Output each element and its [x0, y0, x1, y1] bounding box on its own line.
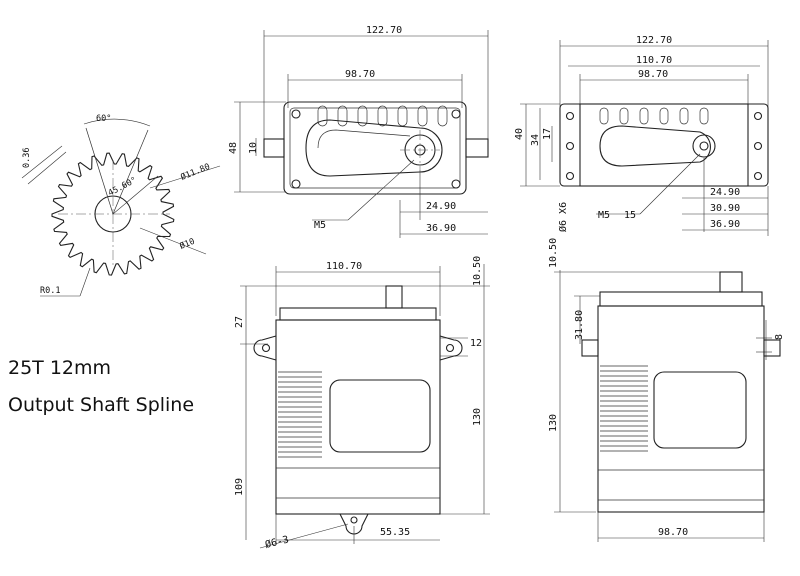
spline-inner-dia-label: Ø10	[178, 236, 196, 252]
sv-ear-position: 31.80	[574, 310, 585, 340]
sv-body-height: 130	[548, 414, 559, 432]
tvr-shaft-offset-b: 30.90	[710, 203, 740, 214]
fv-bottom-offset: 55.35	[380, 527, 410, 538]
fv-ear-right	[439, 335, 463, 361]
cooling-slot	[599, 107, 609, 125]
caption-line-2: Output Shaft Spline	[8, 394, 195, 416]
tvl-body	[283, 101, 467, 195]
tvl-ear-left	[263, 138, 285, 158]
cooling-slot	[679, 107, 689, 125]
cooling-slot	[417, 105, 428, 127]
fv-output-shaft	[385, 285, 403, 309]
tvr-overall-width: 122.70	[636, 35, 672, 46]
tvl-overall-width: 122.70	[366, 25, 402, 36]
sv-output-shaft	[719, 271, 743, 293]
tvr-flange	[559, 103, 769, 187]
tvr-servo-horn	[599, 125, 711, 167]
sv-ear-right	[763, 339, 781, 357]
spline-width-label: 0.36	[22, 148, 32, 168]
tvr-hole-spacing-inner: 98.70	[638, 69, 668, 80]
cooling-slot	[357, 105, 368, 127]
tvl-height: 48	[228, 142, 239, 154]
sv-body	[597, 305, 765, 513]
cooling-slot	[437, 105, 448, 127]
fv-ear-left	[253, 335, 277, 361]
sv-ear-left	[581, 339, 599, 357]
spline-angle-label: 60°	[96, 114, 111, 124]
tvl-ear-width: 10	[248, 142, 259, 154]
tvr-hole-callout: Ø6 X6	[557, 202, 569, 232]
fv-hole-callout: Ø6-3	[264, 533, 290, 550]
cooling-slot	[639, 107, 649, 125]
tvl-ear-right	[465, 138, 489, 158]
top-view-right: 122.70 110.70 98.70 40 34 17 M5 15 Ø6 X6	[514, 35, 769, 236]
tvl-servo-horn	[305, 119, 443, 177]
tvl-thread: M5	[314, 220, 326, 231]
sv-ear-thickness: 8	[774, 334, 785, 340]
fv-body-height: 130	[472, 408, 483, 426]
cooling-slot	[377, 105, 388, 127]
spline-gear-outline	[51, 152, 175, 276]
tvr-body	[579, 103, 749, 187]
caption-line-1: 25T 12mm	[8, 357, 112, 379]
spline-root-angle-label: 45.60°	[107, 175, 139, 198]
fv-ear-thickness: 12	[470, 338, 482, 349]
tvr-shaft-offset-c: 36.90	[710, 219, 740, 230]
fv-width: 110.70	[326, 261, 362, 272]
tvr-height: 40	[514, 128, 525, 140]
sv-window	[653, 371, 747, 449]
cooling-slot	[619, 107, 629, 125]
fv-top-height: 27	[234, 316, 245, 328]
fv-body	[275, 319, 441, 515]
cooling-slot	[699, 107, 709, 125]
side-view: 10.50 130 31.80 8 98.70	[548, 238, 785, 542]
tvr-hole-spacing-outer: 110.70	[636, 55, 672, 66]
spline-root-radius-label: R0.1	[40, 286, 60, 296]
cooling-slot	[317, 105, 328, 127]
sv-width: 98.70	[658, 527, 688, 538]
tvr-thread: M5	[598, 210, 610, 221]
spline-outer-dia-label: Ø11.80	[179, 161, 212, 183]
front-view: 110.70 27 109 10.50 130 12 55.35	[234, 256, 490, 551]
cooling-slot	[659, 107, 669, 125]
top-view-left: 122.70 98.70 48 10 M5 24.	[228, 25, 489, 238]
tvr-hole-pitch-a: 34	[530, 134, 541, 146]
fv-window	[329, 379, 431, 453]
cooling-slot	[397, 105, 408, 127]
tvr-hole-pitch-b: 17	[542, 128, 553, 140]
fv-base-height: 109	[234, 478, 245, 496]
sv-shaft-height: 10.50	[548, 238, 559, 268]
tvl-shaft-offset-a: 24.90	[426, 201, 456, 212]
tvl-hole-spacing: 98.70	[345, 69, 375, 80]
spline-detail: 60° 0.36 45.60° Ø11.80 Ø10 R0.1	[21, 114, 221, 297]
cooling-slot	[337, 105, 348, 127]
fv-shaft-height: 10.50	[472, 256, 483, 286]
tvr-thread-depth: 15	[624, 210, 636, 221]
tvr-shaft-offset-a: 24.90	[710, 187, 740, 198]
tvl-shaft-offset-b: 36.90	[426, 223, 456, 234]
